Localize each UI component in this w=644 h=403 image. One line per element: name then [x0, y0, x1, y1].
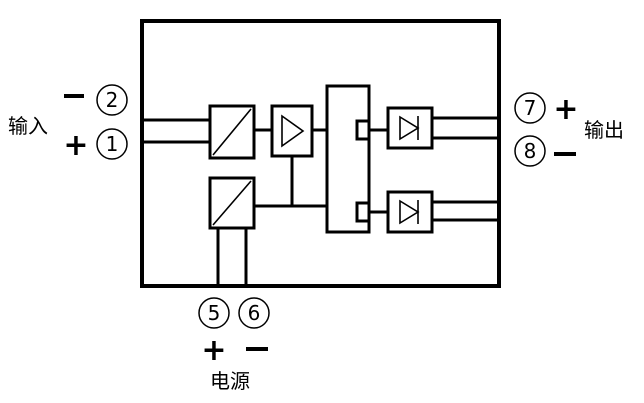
pin-6-label: 6 [248, 301, 261, 325]
input-label: 输入 [8, 114, 48, 138]
pin-5-label: 5 [208, 301, 221, 325]
power-negative-sign [246, 347, 268, 351]
processor-block [325, 84, 371, 234]
pin-8-label: 8 [524, 139, 537, 163]
output-port-1 [355, 119, 371, 141]
isolation-slash-icon [212, 108, 252, 156]
power-label: 电源 [210, 369, 250, 393]
output-buffer-2 [386, 190, 434, 234]
module-enclosure [140, 19, 501, 288]
pin-5: 5 [198, 297, 230, 329]
pin-1: 1 [96, 128, 128, 160]
pin-7-label: 7 [524, 96, 537, 120]
buffer-triangle-icon [399, 115, 420, 141]
input-negative-sign [64, 94, 84, 98]
power-positive-sign: + [201, 333, 226, 368]
input-positive-sign: + [63, 128, 88, 163]
buffer-triangle-icon [399, 199, 420, 225]
output-buffer-1 [386, 106, 434, 150]
pin-7: 7 [514, 92, 546, 124]
amplifier-block [270, 104, 314, 158]
pin-8: 8 [514, 135, 546, 167]
output-negative-sign [554, 152, 576, 156]
output-positive-sign: + [553, 92, 578, 127]
amplifier-triangle-icon [281, 114, 305, 148]
isolation-slash-icon [212, 180, 252, 226]
pin-2-label: 2 [106, 88, 119, 112]
output-label: 输出 [584, 118, 624, 142]
output-port-2 [355, 201, 371, 223]
pin-6: 6 [238, 297, 270, 329]
pin-1-label: 1 [106, 132, 119, 156]
pin-2: 2 [96, 84, 128, 116]
